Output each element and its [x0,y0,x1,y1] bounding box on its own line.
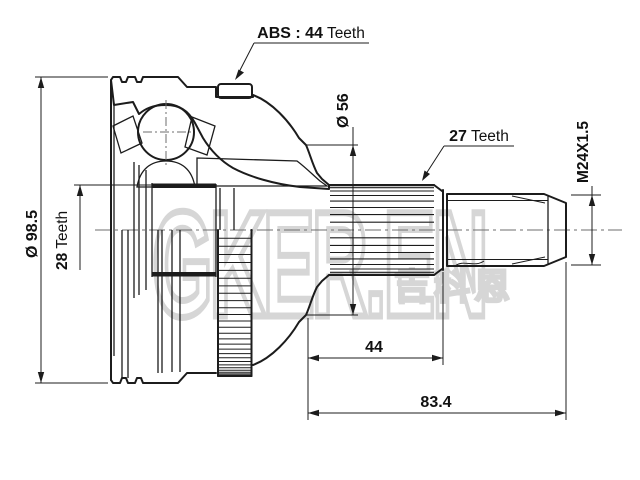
abs-tone-ring-section [217,83,253,99]
teeth-word: Teeth [54,211,71,249]
bell-housing-section [110,76,330,190]
arrowhead-left [308,354,319,362]
total-length-label: 83.4 [420,394,451,411]
thread-spec-label: M24X1.5 [575,121,592,183]
dimension-total-length: 83.4 [308,262,567,420]
inner-race-band-section [196,157,330,187]
leader-arrowhead [422,170,430,181]
arrowhead-up [588,195,596,206]
watermark: GKER.EN 吉科恩 [149,179,511,351]
bell-housing-external [110,79,330,384]
bore-spline-edge-bottom [152,272,216,277]
inner-race-dome-section [136,160,196,188]
dimension-outer-diameter: Ø 98.5 [24,76,108,384]
arrowhead-right [432,354,443,362]
tip-chamfer-line [511,195,546,204]
arrowhead-up [37,77,45,88]
abs-tooth-band [217,229,253,377]
boot-diameter-label: Ø 56 [335,93,352,128]
thread-profile [446,193,567,267]
spline-end-taper [433,268,443,276]
bottom-silhouette [110,372,217,384]
arrowhead-down [349,304,357,315]
arrowhead-down [37,372,45,383]
arrowhead-up [76,185,84,196]
arrowhead-up [349,145,357,156]
arrowhead-down [588,254,596,265]
leader-line [423,145,445,178]
spline-length-label: 44 [365,339,383,356]
spline-shaft-27t [328,184,443,276]
outer-race-section [110,76,330,190]
inner-spline-teeth-label: 28 Teeth [54,211,71,270]
teeth-count: 28 [54,252,71,270]
thread-end-m24 [442,189,567,271]
spline-end-taper [433,184,443,192]
watermark-brand-text: GKER.EN [152,182,485,349]
outer-diameter-label: Ø 98.5 [24,210,41,258]
front-teeth-word: Teeth [471,128,509,145]
dimension-thread-spec: M24X1.5 [571,121,601,266]
bore-spline-edge-top [152,183,216,188]
abs-teeth-word: Teeth [327,25,365,42]
front-teeth-count: 27 [449,128,467,145]
arrowhead-right [555,409,566,417]
thread-runout [454,260,485,267]
arrowhead-left [308,409,319,417]
tip-chamfer-line [511,256,546,265]
dimension-inner-spline-teeth: 28 Teeth [54,184,153,270]
dimension-spline-length: 44 [307,272,444,420]
dimension-boot-diameter: Ø 56 [306,93,358,316]
cage-section-left [112,115,143,154]
abs-teeth-count: ABS : 44 [257,25,323,42]
cage-section-right [184,116,216,156]
leader-arrowhead [235,69,244,80]
